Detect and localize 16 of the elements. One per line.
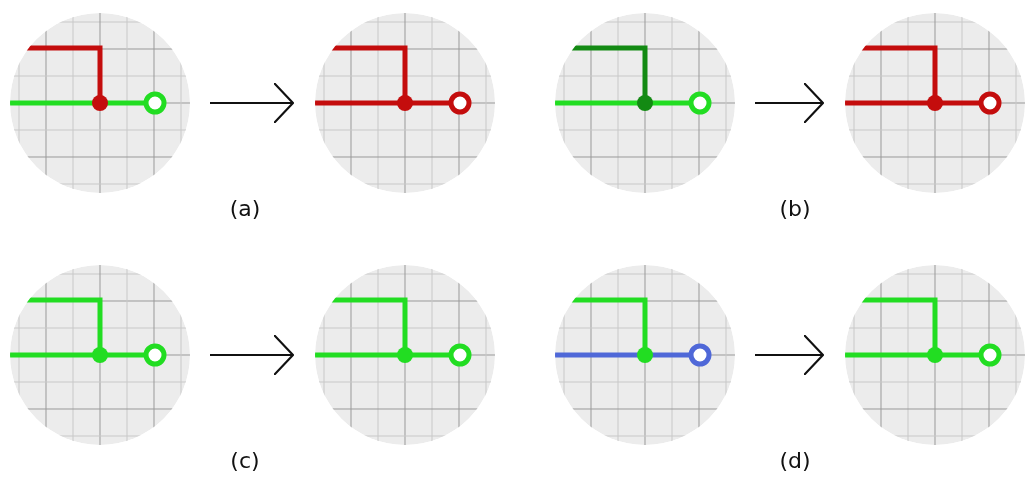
panel-label: (c) [230,448,260,473]
arrow [210,81,295,125]
circuit-drawing [315,13,495,193]
panel-label: (a) [229,196,261,221]
arrow [755,333,825,377]
panel-label: (d) [779,448,811,473]
circuit-drawing [555,13,735,193]
arrow [755,81,825,125]
circuit-drawing [845,13,1025,193]
circuit-drawing [555,265,735,445]
circuit-drawing [315,265,495,445]
arrow [210,333,295,377]
panel-label: (b) [779,196,811,221]
circuit-drawing [10,13,190,193]
circuit-drawing [845,265,1025,445]
circuit-drawing [10,265,190,445]
